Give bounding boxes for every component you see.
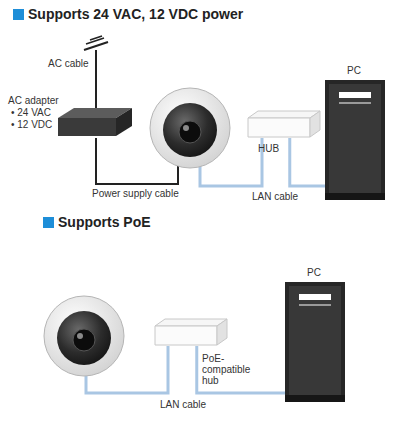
node-label: • 12 VDC xyxy=(11,119,52,131)
section-heading: Supports 24 VAC, 12 VDC power xyxy=(28,6,243,22)
pc-case xyxy=(285,282,345,402)
pc-case xyxy=(325,80,385,200)
pc-tower-shape xyxy=(285,282,345,402)
node-label: PC xyxy=(347,65,361,77)
adapter-front xyxy=(58,118,116,136)
drive-bay xyxy=(339,102,371,104)
hub-box-shape xyxy=(248,110,320,138)
ac-adapter-shape xyxy=(58,106,132,138)
plug-symbol xyxy=(90,36,102,40)
hub-box: HUB xyxy=(248,110,320,138)
hub-top xyxy=(248,111,320,118)
hub-side xyxy=(310,111,320,137)
ac-cable xyxy=(95,50,97,108)
poe-hub-box-shape xyxy=(155,318,227,346)
section-heading: Supports PoE xyxy=(58,214,151,230)
node-label: PC xyxy=(307,267,321,279)
pc-base xyxy=(285,395,345,402)
dome-camera xyxy=(44,296,124,376)
pc-tower-shape xyxy=(325,80,385,200)
cable-label: Power supply cable xyxy=(92,188,179,200)
camera-lens xyxy=(179,121,201,143)
hub-top xyxy=(155,319,227,326)
ac-adapter: AC adapter• 24 VAC• 12 VDC xyxy=(58,106,132,138)
cable-label: LAN cable xyxy=(160,399,206,411)
dome-camera xyxy=(150,88,230,168)
section-marker xyxy=(43,217,54,228)
lens-highlight xyxy=(77,333,83,339)
adapter-side xyxy=(116,108,132,136)
node-label: AC adapter xyxy=(8,95,59,107)
node-label: HUB xyxy=(258,143,279,155)
lens-highlight xyxy=(183,125,189,131)
pc-tower: PC xyxy=(285,282,345,402)
cable-label: AC cable xyxy=(48,58,89,70)
hub-side xyxy=(217,319,227,345)
pc-front xyxy=(329,84,381,194)
section-marker xyxy=(13,9,24,20)
camera-dome xyxy=(57,311,111,365)
lan-cable xyxy=(290,138,325,186)
drive-bay xyxy=(299,294,331,300)
drive-bay xyxy=(299,304,331,306)
cable-label: LAN cable xyxy=(252,191,298,203)
pc-tower: PC xyxy=(325,80,385,200)
camera-housing xyxy=(44,296,124,376)
drive-bay xyxy=(339,92,371,98)
pc-base xyxy=(325,193,385,200)
camera-lens xyxy=(73,329,95,351)
poe-hub-box: PoE- compatible hub xyxy=(155,318,227,346)
camera-housing xyxy=(150,88,230,168)
pc-front xyxy=(289,286,341,396)
node-label: • 24 VAC xyxy=(11,107,51,119)
hub-front xyxy=(248,118,310,137)
camera-dome xyxy=(163,103,217,157)
node-label: PoE- compatible hub xyxy=(202,353,260,386)
hub-front xyxy=(155,326,217,345)
lan-cable xyxy=(197,346,285,393)
